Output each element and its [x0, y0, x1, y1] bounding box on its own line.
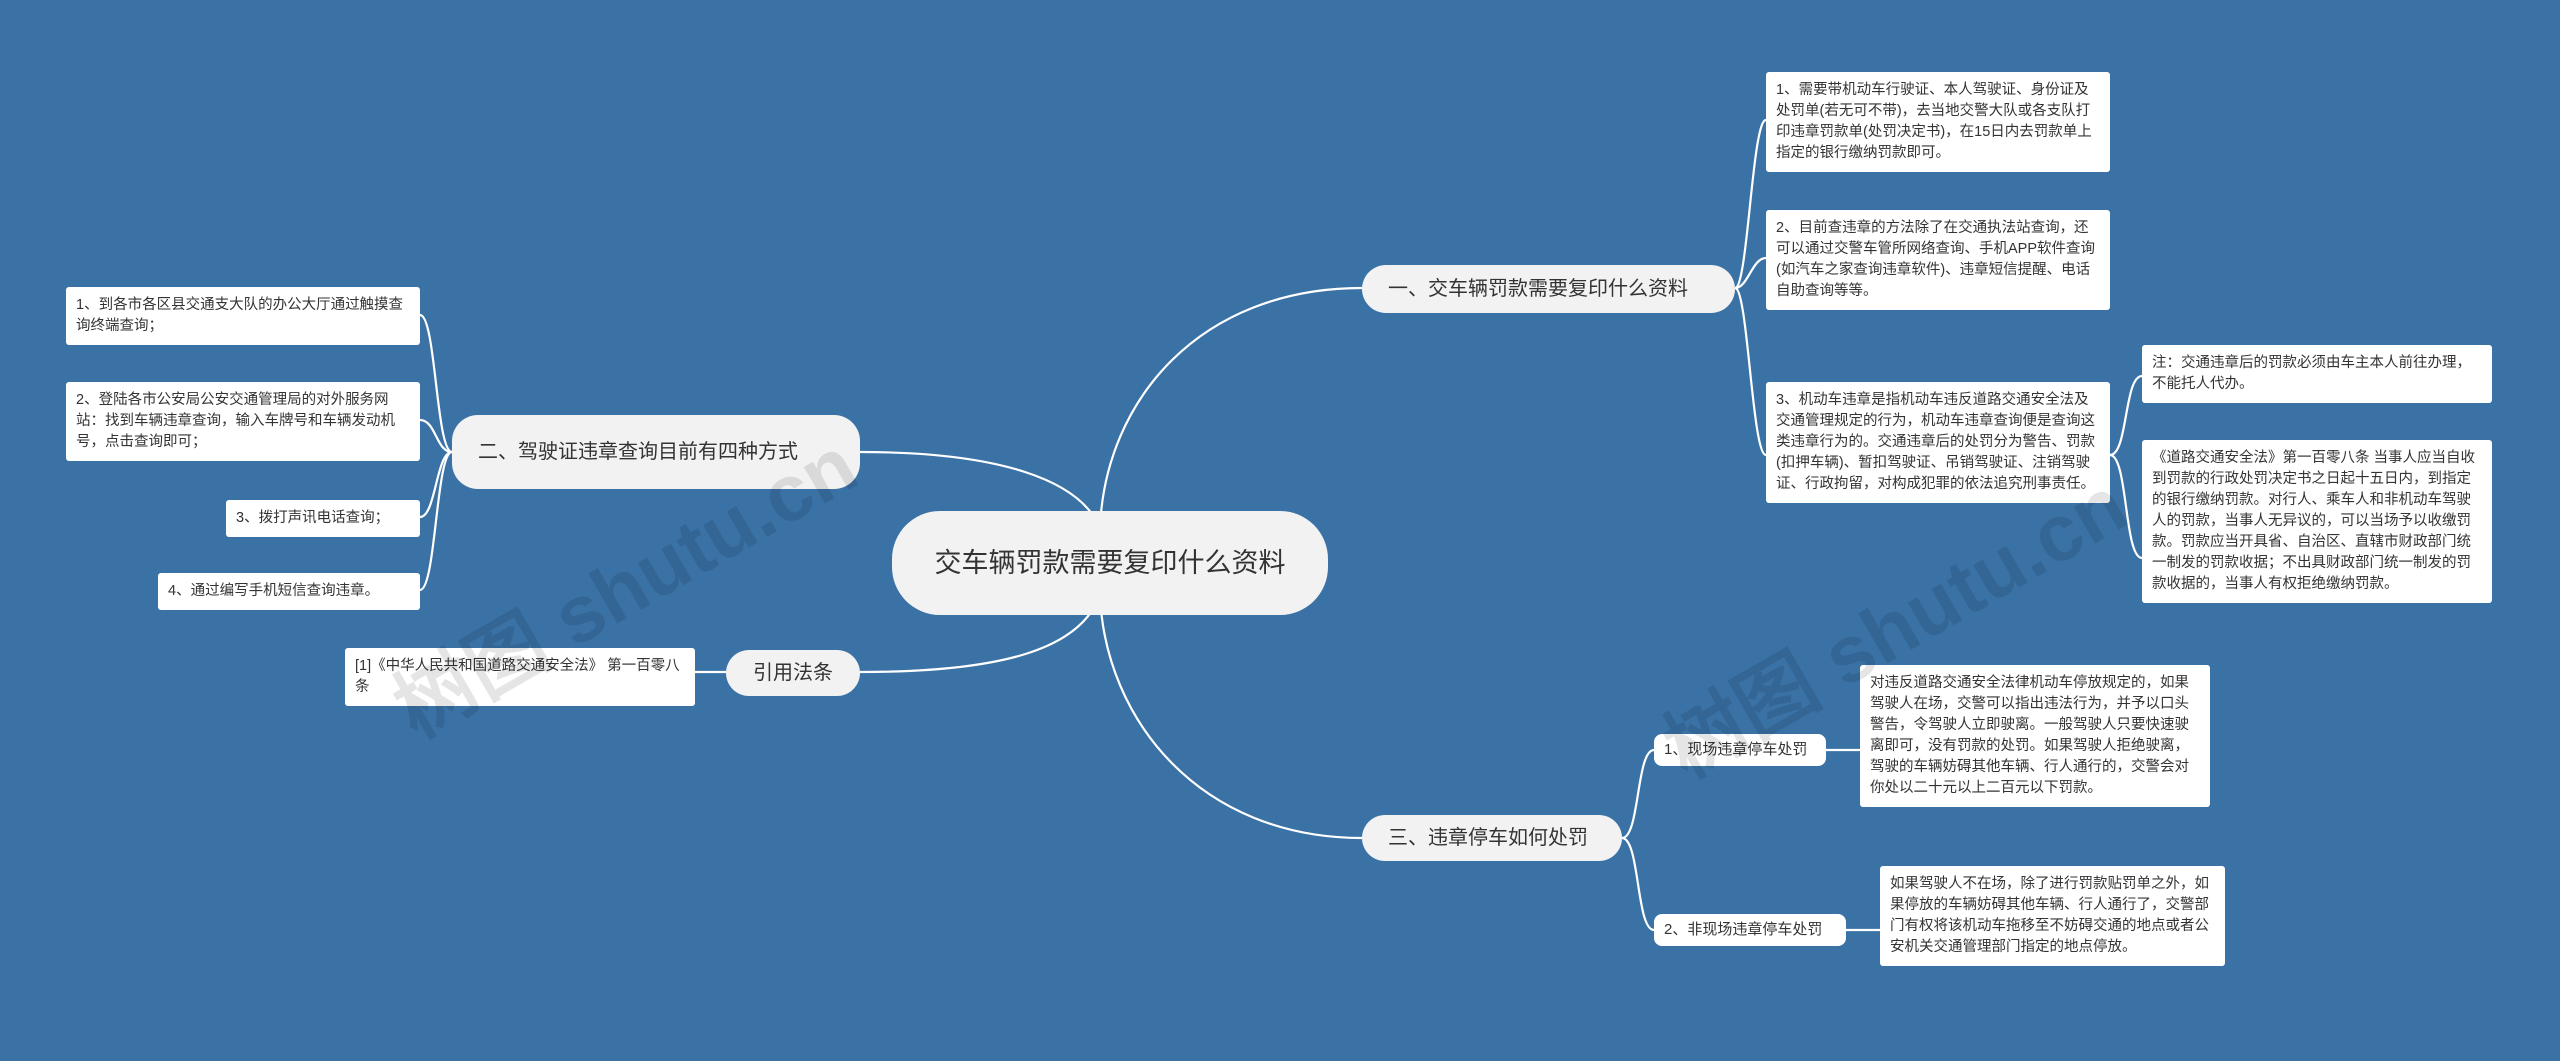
sub-onsite-parking-penalty[interactable]: 1、现场违章停车处罚	[1654, 734, 1826, 766]
leaf-b1-item-1[interactable]: 1、需要带机动车行驶证、本人驾驶证、身份证及处罚单(若无可不带)，去当地交警大队…	[1766, 72, 2110, 172]
link-b4-s2	[1621, 836, 1655, 932]
leaf-b2-item-4[interactable]: 4、通过编写手机短信查询违章。	[158, 573, 420, 610]
leaf-offsite-penalty-detail[interactable]: 如果驾驶人不在场，除了进行罚款贴罚单之外，如果停放的车辆妨碍其他车辆、行人通行了…	[1880, 866, 2225, 966]
link-i3-c2	[2109, 453, 2143, 560]
leaf-text: 3、拨打声讯电话查询；	[236, 510, 390, 526]
leaf-b2-item-1[interactable]: 1、到各市各区县交通支大队的办公大厅通过触摸查询终端查询；	[66, 287, 420, 345]
link-b1-i1	[1733, 118, 1768, 290]
leaf-b1-item3-child-2[interactable]: 《道路交通安全法》第一百零八条 当事人应当自收到罚款的行政处罚决定书之日起十五日…	[2142, 440, 2492, 603]
leaf-text: 3、机动车违章是指机动车违反道路交通安全法及交通管理规定的行为，机动车违章查询便…	[1776, 392, 2095, 492]
central-topic[interactable]: 交车辆罚款需要复印什么资料	[892, 511, 1328, 615]
branch-label: 三、违章停车如何处罚	[1388, 827, 1588, 849]
leaf-b1-item3-child-1[interactable]: 注：交通违章后的罚款必须由车主本人前往办理，不能托人代办。	[2142, 345, 2492, 403]
sub-offsite-parking-penalty[interactable]: 2、非现场违章停车处罚	[1654, 914, 1846, 946]
link-b2-i3	[419, 450, 453, 519]
leaf-b3-citation[interactable]: [1]《中华人民共和国道路交通安全法》 第一百零八条	[345, 648, 695, 706]
branch-label: 一、交车辆罚款需要复印什么资料	[1388, 278, 1688, 300]
leaf-text: 4、通过编写手机短信查询违章。	[168, 583, 380, 599]
leaf-text: 对违反道路交通安全法律机动车停放规定的，如果驾驶人在场，交警可以指出违法行为，并…	[1870, 675, 2189, 796]
leaf-text: [1]《中华人民共和国道路交通安全法》 第一百零八条	[355, 658, 680, 695]
leaf-text: 注：交通违章后的罚款必须由车主本人前往办理，不能托人代办。	[2152, 355, 2471, 392]
leaf-text: 2、目前查违章的方法除了在交通执法站查询，还可以通过交警车管所网络查询、手机AP…	[1776, 220, 2096, 299]
link-center-b4	[1098, 594, 1363, 840]
sub-label: 1、现场违章停车处罚	[1664, 741, 1808, 758]
branch-photocopy-documents[interactable]: 一、交车辆罚款需要复印什么资料	[1362, 265, 1735, 313]
leaf-text: 1、需要带机动车行驶证、本人驾驶证、身份证及处罚单(若无可不带)，去当地交警大队…	[1776, 82, 2092, 161]
link-center-b2	[859, 450, 1102, 529]
link-b2-i2	[419, 418, 453, 454]
link-b1-i2	[1734, 256, 1767, 290]
branch-license-query-methods[interactable]: 二、驾驶证违章查询目前有四种方式	[452, 415, 860, 489]
branch-label: 引用法条	[753, 662, 833, 684]
link-i3-c1	[2109, 374, 2143, 457]
leaf-text: 2、登陆各市公安局公安交通管理局的对外服务网站：找到车辆违章查询，输入车牌号和车…	[76, 392, 395, 450]
link-b4-s1	[1621, 748, 1655, 840]
sub-label: 2、非现场违章停车处罚	[1664, 921, 1823, 938]
link-b2-i1	[419, 313, 453, 454]
leaf-text: 如果驾驶人不在场，除了进行罚款贴罚单之外，如果停放的车辆妨碍其他车辆、行人通行了…	[1890, 876, 2209, 955]
leaf-b2-item-2[interactable]: 2、登陆各市公安局公安交通管理局的对外服务网站：找到车辆违章查询，输入车牌号和车…	[66, 382, 420, 461]
link-b2-i4	[419, 450, 453, 592]
branch-parking-penalty[interactable]: 三、违章停车如何处罚	[1362, 815, 1622, 861]
branch-cited-law[interactable]: 引用法条	[726, 650, 860, 696]
leaf-text: 1、到各市各区县交通支大队的办公大厅通过触摸查询终端查询；	[76, 297, 404, 334]
leaf-b2-item-3[interactable]: 3、拨打声讯电话查询；	[226, 500, 420, 537]
central-topic-label: 交车辆罚款需要复印什么资料	[934, 548, 1286, 578]
leaf-onsite-penalty-detail[interactable]: 对违反道路交通安全法律机动车停放规定的，如果驾驶人在场，交警可以指出违法行为，并…	[1860, 665, 2210, 807]
leaf-b1-item-2[interactable]: 2、目前查违章的方法除了在交通执法站查询，还可以通过交警车管所网络查询、手机AP…	[1766, 210, 2110, 310]
leaf-b1-item-3[interactable]: 3、机动车违章是指机动车违反道路交通安全法及交通管理规定的行为，机动车违章查询便…	[1766, 382, 2110, 503]
branch-label: 二、驾驶证违章查询目前有四种方式	[478, 441, 798, 463]
link-b1-i3	[1733, 286, 1768, 457]
leaf-text: 《道路交通安全法》第一百零八条 当事人应当自收到罚款的行政处罚决定书之日起十五日…	[2152, 450, 2476, 592]
link-center-b1	[1098, 286, 1363, 529]
